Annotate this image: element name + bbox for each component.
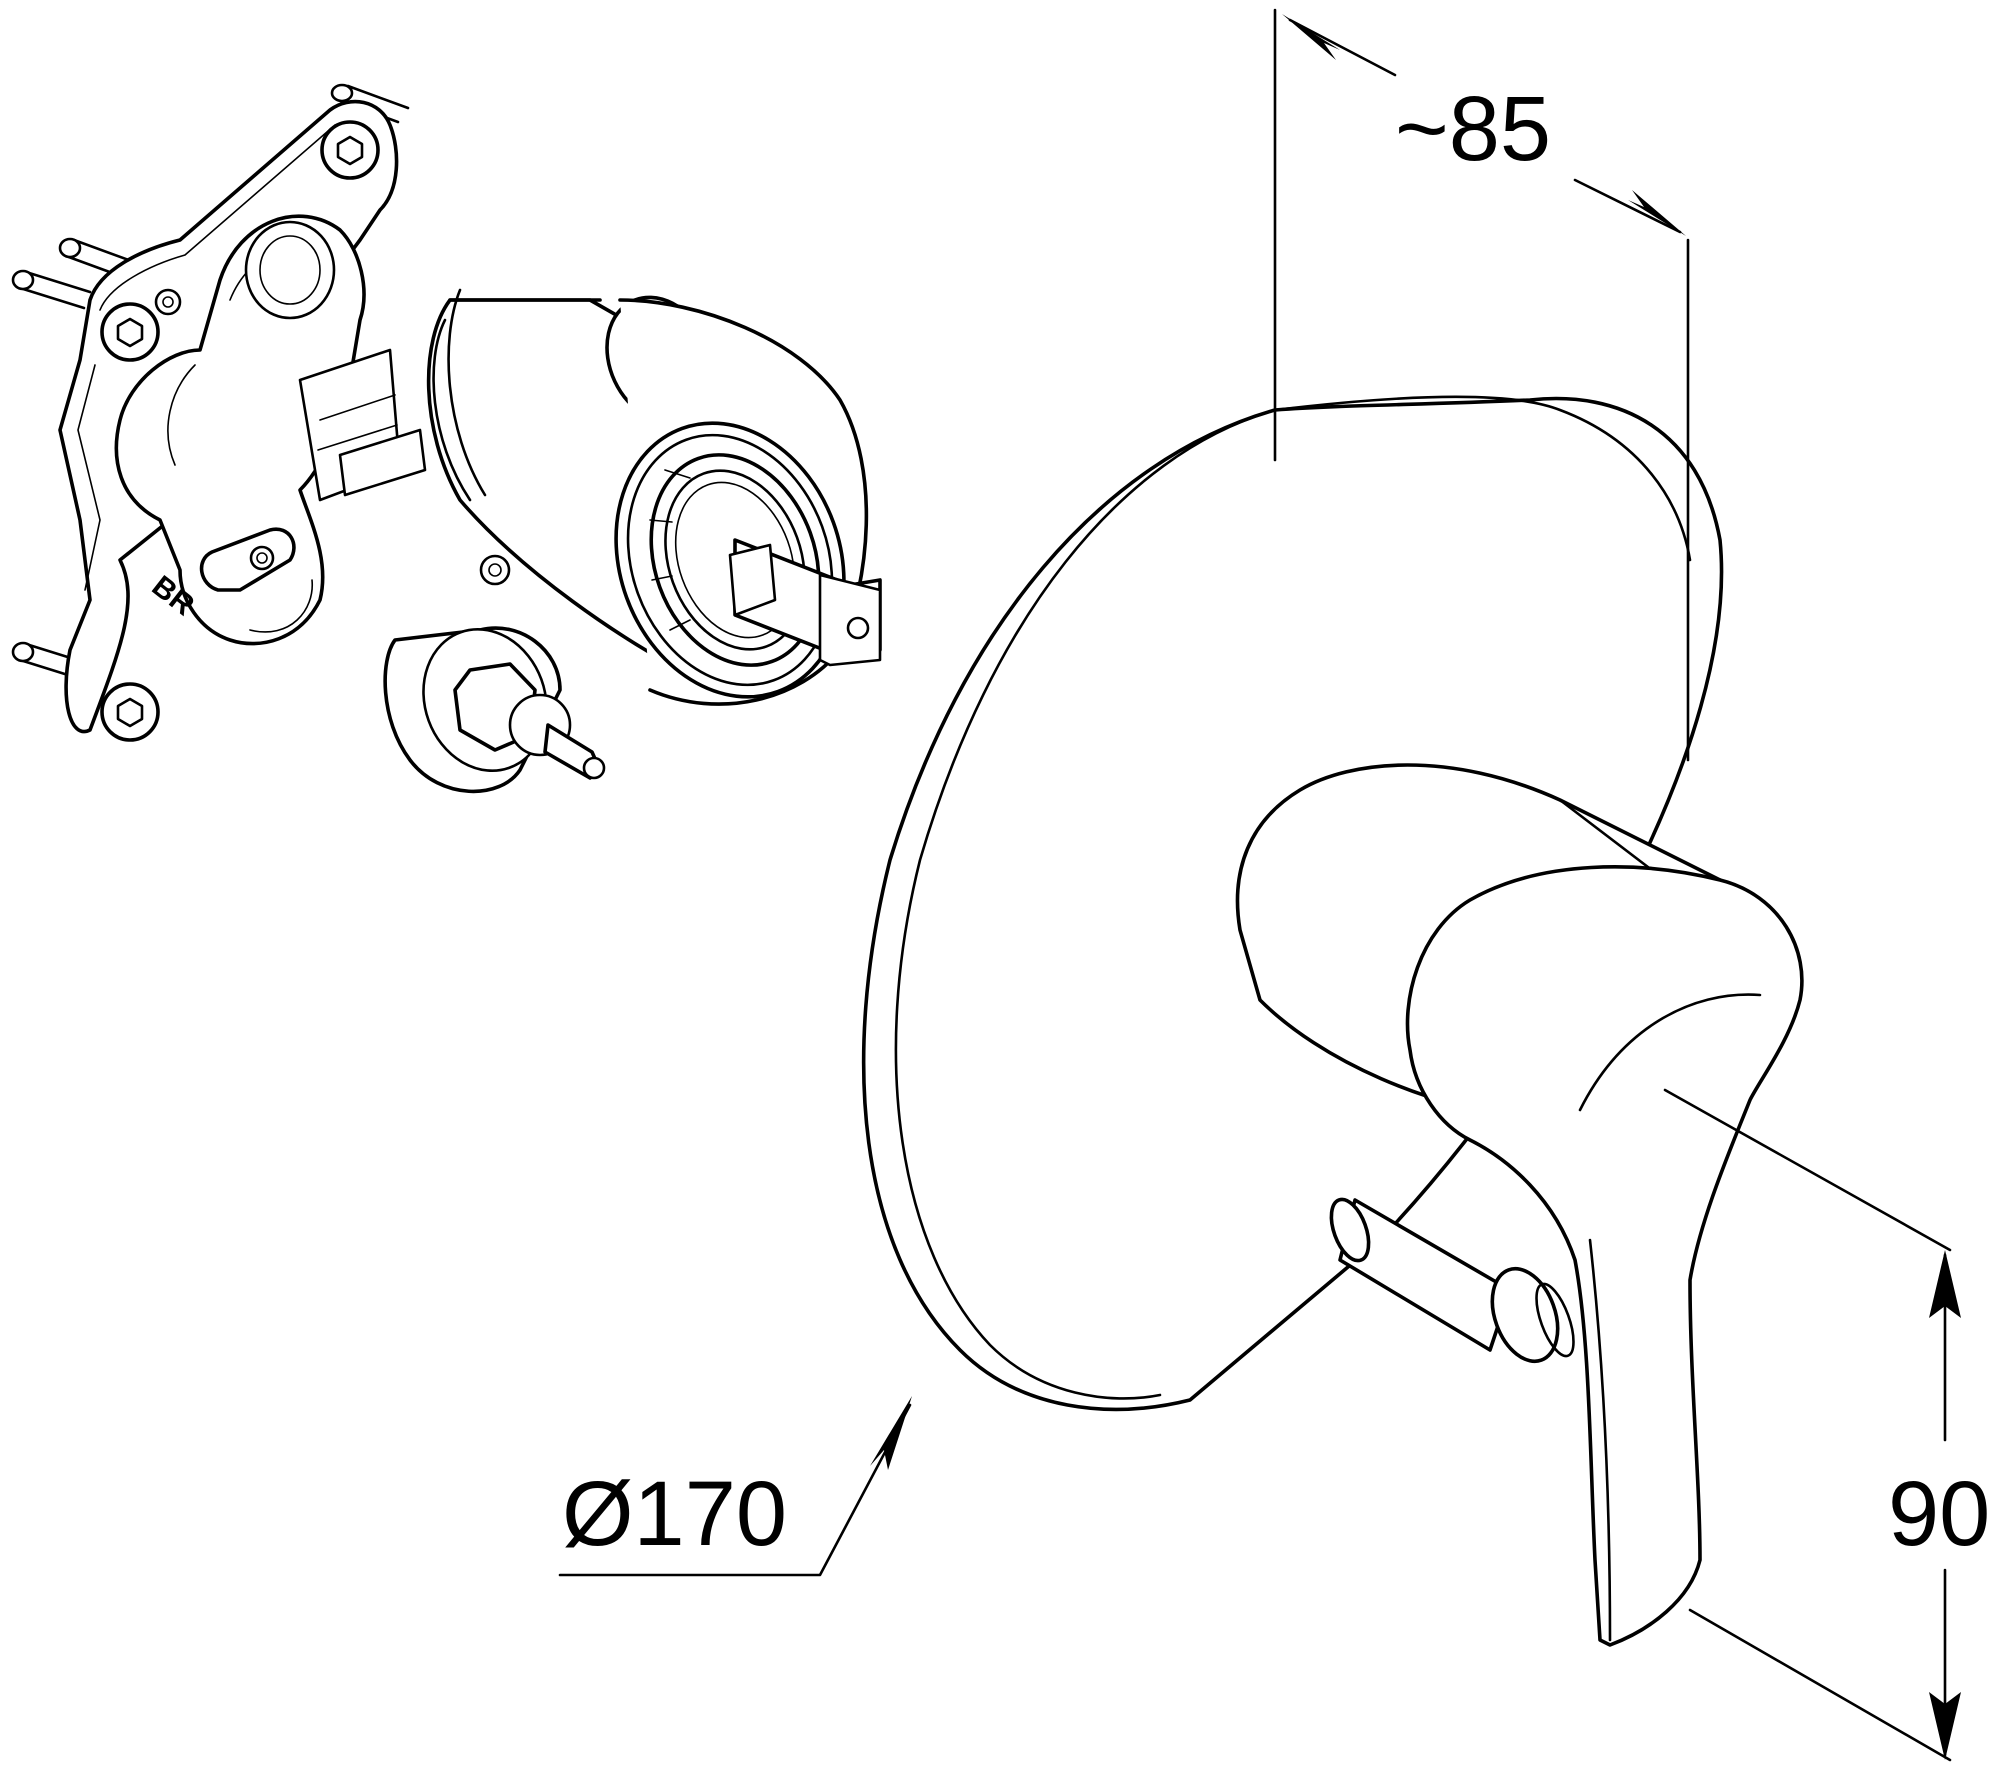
- hex-bolts: [100, 120, 380, 742]
- height-label: 90: [1888, 1463, 1990, 1565]
- dimension-depth: ~85: [1273, 8, 1690, 762]
- diameter-arrow: [870, 1396, 912, 1470]
- depth-arrow-end: [1628, 190, 1686, 236]
- diverter-knob: [1329, 1197, 1575, 1364]
- dimension-height: 90: [1663, 1088, 1990, 1762]
- depth-arrow-start: [1282, 14, 1340, 60]
- height-arrow-top: [1929, 1250, 1961, 1318]
- valve-casting: [114, 214, 366, 646]
- concealed-valve-body: BR: [11, 83, 882, 794]
- dimension-diameter: Ø170: [558, 1396, 912, 1577]
- trim-assembly: [861, 395, 1804, 1647]
- lever-handle: [1405, 865, 1804, 1647]
- depth-label: ~85: [1395, 78, 1551, 180]
- diverter-port: [383, 626, 606, 794]
- spindle: [728, 538, 882, 667]
- height-arrow-bottom: [1929, 1692, 1961, 1760]
- diameter-label: Ø170: [562, 1463, 787, 1565]
- mounting-pins: [11, 83, 410, 682]
